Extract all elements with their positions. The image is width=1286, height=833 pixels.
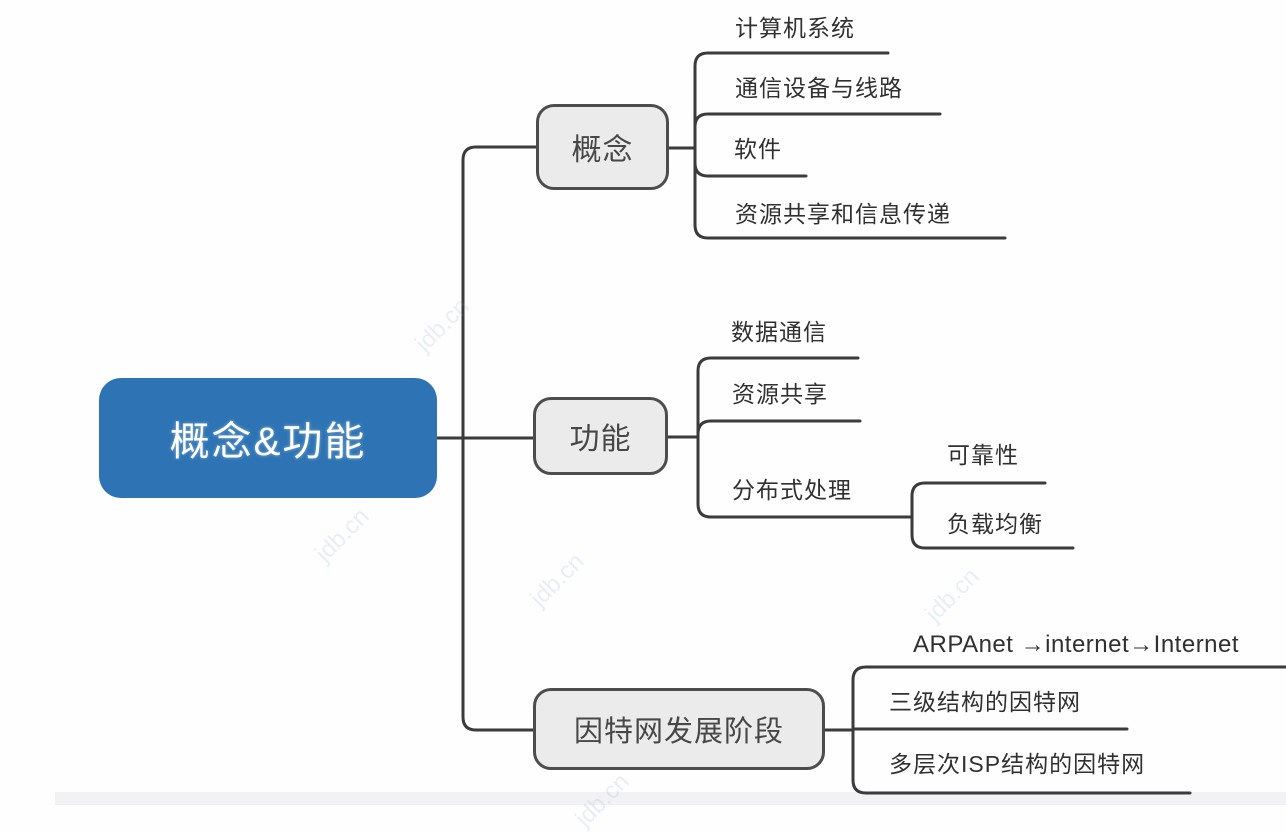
branch-concept-label: 概念	[571, 134, 634, 167]
connector	[851, 665, 1286, 732]
connector	[910, 515, 1075, 550]
connector-lines	[435, 51, 1286, 795]
subtopic-resource-sharing-info[interactable]: 资源共享和信息传递	[735, 201, 951, 227]
subtopic-distributed-processing[interactable]: 分布式处理	[732, 477, 852, 503]
connector	[696, 435, 914, 519]
root-topic-label: 概念&功能	[169, 420, 367, 464]
subtopic-data-communication[interactable]: 数据通信	[731, 319, 827, 345]
subtopic-three-tier-internet[interactable]: 三级结构的因特网	[889, 689, 1081, 715]
connector	[910, 481, 1047, 519]
mindmap-canvas: jdb.cn jdb.cn jdb.cn jdb.cn jdb.cn jdb.c…	[55, 15, 1286, 832]
subtopic-reliability[interactable]: 可靠性	[947, 442, 1019, 468]
branch-internet-stages[interactable]: 因特网发展阶段	[533, 688, 825, 770]
connector	[693, 51, 890, 150]
bottom-strip	[55, 792, 1286, 805]
connector	[696, 419, 862, 439]
connector	[693, 112, 942, 150]
subtopic-arpanet-evolution[interactable]: ARPAnet →internet→Internet	[913, 631, 1240, 658]
subtopic-software[interactable]: 软件	[734, 136, 782, 162]
connector	[693, 146, 1007, 240]
subtopic-load-balancing[interactable]: 负载均衡	[947, 511, 1043, 537]
branch-function-label: 功能	[569, 423, 632, 456]
subtopic-communication-equipment[interactable]: 通信设备与线路	[735, 75, 903, 101]
subtopic-resource-sharing[interactable]: 资源共享	[732, 381, 828, 407]
branch-internet-stages-label: 因特网发展阶段	[573, 716, 784, 748]
branch-function[interactable]: 功能	[533, 397, 668, 475]
branch-concept[interactable]: 概念	[536, 104, 669, 190]
connector	[851, 728, 1192, 795]
subtopic-computer-system[interactable]: 计算机系统	[735, 15, 855, 41]
connector	[696, 356, 860, 439]
subtopic-multilayer-isp-internet[interactable]: 多层次ISP结构的因特网	[889, 751, 1146, 777]
root-topic[interactable]: 概念&功能	[99, 378, 437, 498]
connector	[461, 145, 538, 732]
